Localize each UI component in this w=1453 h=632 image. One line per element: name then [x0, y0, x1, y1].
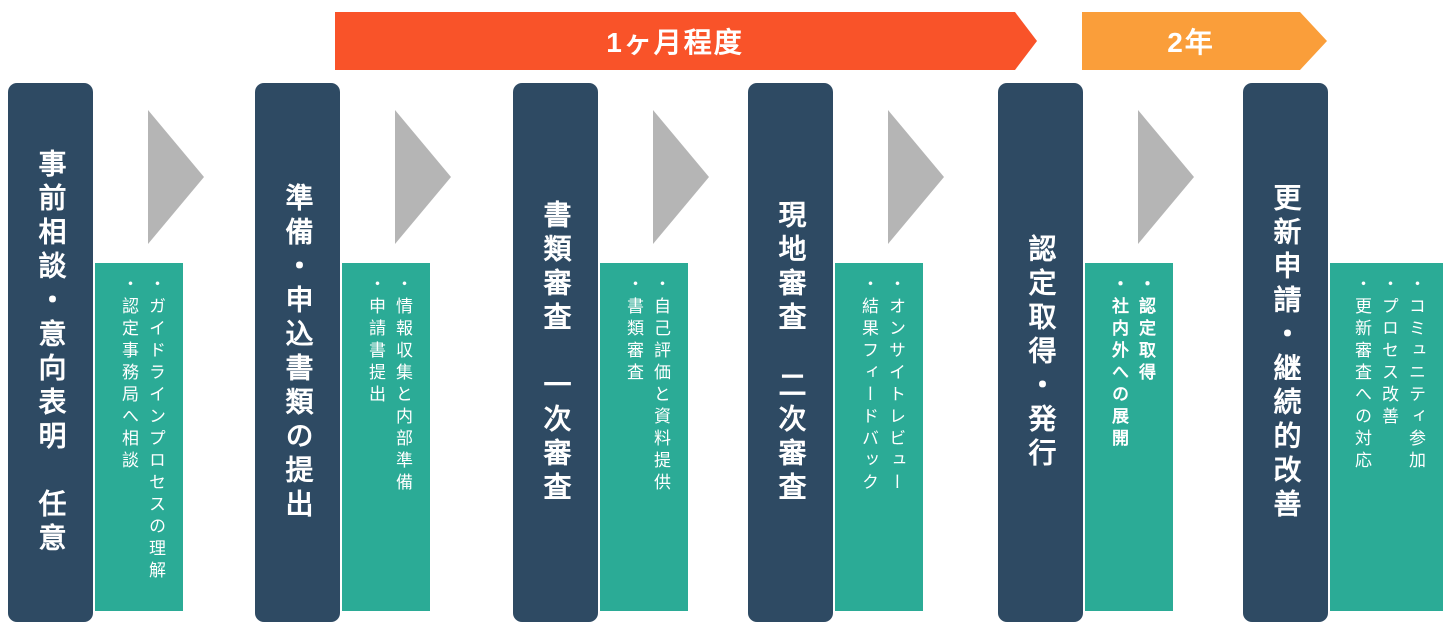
duration-banner-one-month-label: 1ヶ月程度	[606, 27, 744, 58]
stage-5-detail-box: ・認定取得 ・社内外への展開	[1085, 263, 1173, 611]
stage-1-title: 事前相談・意向表明 任意	[35, 148, 67, 557]
bullet-item: ・オンサイトレビュー	[886, 275, 905, 495]
stage-1-pre-consultation-bar: 事前相談・意向表明 任意	[8, 83, 93, 622]
bullet-item: ・更新審査への対応	[1352, 275, 1371, 473]
stage-2-title: 準備・申込書類の提出	[282, 182, 314, 523]
next-stage-arrow-icon	[395, 110, 451, 244]
stage-6-renewal-improvement-bar: 更新申請・継続的改善	[1243, 83, 1328, 622]
bullet-item: ・認定事務局へ相談	[119, 275, 138, 473]
stage-3-document-review-bar: 書類審査 一次審査	[513, 83, 598, 622]
duration-banner-one-month: 1ヶ月程度	[335, 12, 1037, 70]
next-stage-arrow-icon	[1138, 110, 1194, 244]
bullet-item: ・認定取得	[1136, 275, 1155, 385]
duration-banner-two-years: 2年	[1082, 12, 1327, 70]
bullet-item: ・申請書提出	[366, 275, 385, 407]
stage-2-detail-box: ・情報収集と内部準備 ・申請書提出	[342, 263, 430, 611]
bullet-item: ・情報収集と内部準備	[393, 275, 412, 495]
duration-banner-two-years-label: 2年	[1167, 27, 1215, 58]
bullet-item: ・ガイドラインプロセスの理解	[146, 275, 165, 583]
stage-1-detail-box: ・ガイドラインプロセスの理解 ・認定事務局へ相談	[95, 263, 183, 611]
stage-6-detail-box: ・コミュニティ参加 ・プロセス改善 ・更新審査への対応	[1330, 263, 1443, 611]
next-stage-arrow-icon	[148, 110, 204, 244]
stage-6-title: 更新申請・継続的改善	[1270, 182, 1302, 523]
stage-4-detail-box: ・オンサイトレビュー ・結果フィードバック	[835, 263, 923, 611]
bullet-item: ・書類審査	[624, 275, 643, 385]
stage-3-title: 書類審査 一次審査	[540, 199, 572, 506]
stage-4-title: 現地審査 二次審査	[775, 199, 807, 506]
stage-5-title: 認定取得・発行	[1025, 233, 1057, 472]
bullet-item: ・社内外への展開	[1109, 275, 1128, 451]
bullet-item: ・プロセス改善	[1379, 275, 1398, 429]
next-stage-arrow-icon	[888, 110, 944, 244]
bullet-item: ・結果フィードバック	[859, 275, 878, 495]
bullet-item: ・自己評価と資料提供	[651, 275, 670, 495]
stage-4-onsite-review-bar: 現地審査 二次審査	[748, 83, 833, 622]
stage-3-detail-box: ・自己評価と資料提供 ・書類審査	[600, 263, 688, 611]
stage-2-preparation-application-bar: 準備・申込書類の提出	[255, 83, 340, 622]
next-stage-arrow-icon	[653, 110, 709, 244]
stage-5-certification-issuance-bar: 認定取得・発行	[998, 83, 1083, 622]
bullet-item: ・コミュニティ参加	[1406, 275, 1425, 473]
